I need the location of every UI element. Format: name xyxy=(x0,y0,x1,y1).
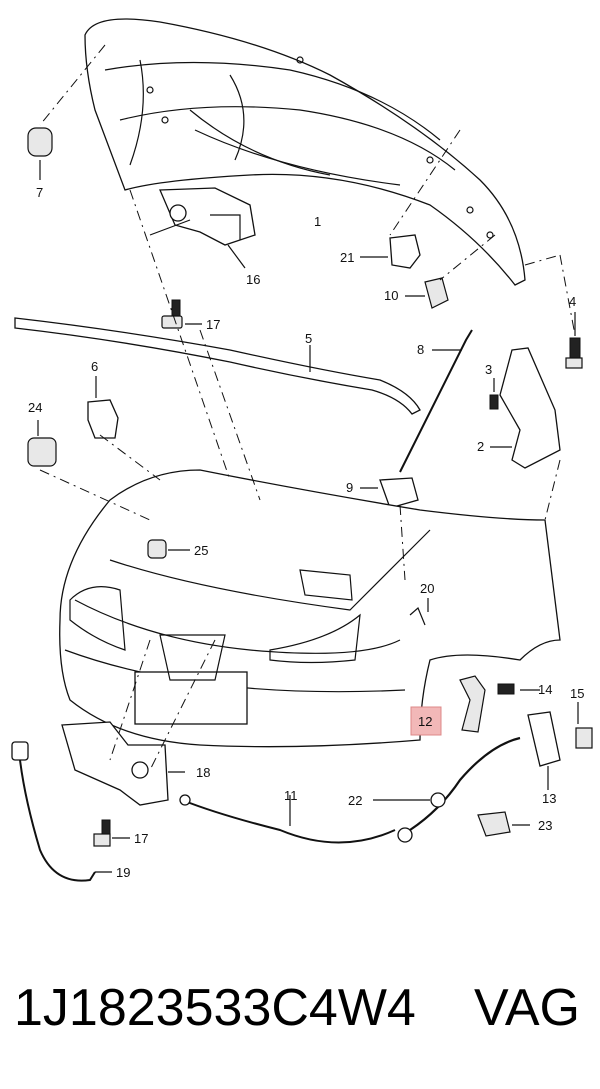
part-18-lock xyxy=(61,721,185,806)
callout-9: 9 xyxy=(346,480,353,495)
callout-2: 2 xyxy=(477,439,484,454)
callout-14: 14 xyxy=(538,682,552,697)
callout-17-bottom: 17 xyxy=(134,831,148,846)
callout-24: 24 xyxy=(28,400,42,415)
callout-18: 18 xyxy=(196,765,210,780)
part-10-buffer xyxy=(405,277,449,309)
callout-12: 12 xyxy=(418,714,432,729)
callout-12-highlight xyxy=(410,706,442,736)
callout-21: 21 xyxy=(340,250,354,265)
part-16-catch xyxy=(149,187,256,269)
callout-20: 20 xyxy=(420,581,434,596)
part-17-bolt-top xyxy=(161,299,202,329)
part-6-bracket xyxy=(87,376,119,439)
exploded-parts-diagram: 7 1 21 16 10 4 17 5 8 6 3 24 2 9 25 20 1… xyxy=(11,18,593,882)
callout-6: 6 xyxy=(91,359,98,374)
part-17-bolt-bottom xyxy=(93,819,130,847)
part-22-cable-sleeve xyxy=(373,736,521,843)
callout-13: 13 xyxy=(542,791,556,806)
callout-11: 11 xyxy=(284,788,298,803)
callout-22: 22 xyxy=(348,793,362,808)
callout-labels: 7 1 21 16 10 4 17 5 8 6 3 24 2 9 25 20 1… xyxy=(28,185,584,880)
parts-13-14-15-lock xyxy=(497,683,593,790)
callout-7: 7 xyxy=(36,185,43,200)
callout-5: 5 xyxy=(305,331,312,346)
part-7-buffer xyxy=(27,127,53,180)
callout-17-top: 17 xyxy=(206,317,220,332)
callout-10: 10 xyxy=(384,288,398,303)
part-5-seal xyxy=(14,317,421,415)
callout-8: 8 xyxy=(417,342,424,357)
car-front-body xyxy=(59,469,561,748)
brand-text: VAG xyxy=(474,979,580,1037)
callout-4: 4 xyxy=(569,294,576,309)
parts-2-3-4-hinge xyxy=(489,312,583,469)
part-24-buffer xyxy=(27,420,57,467)
part-12-release-handle xyxy=(459,675,486,733)
callout-23: 23 xyxy=(538,818,552,833)
part-number-text: 1J1823533C4W4 xyxy=(14,979,416,1037)
part-21-clip xyxy=(360,234,421,269)
callout-25: 25 xyxy=(194,543,208,558)
exploded-view-lines xyxy=(39,44,576,771)
bonnet-drawing xyxy=(84,18,526,286)
part-11-cable xyxy=(179,794,396,844)
callout-19: 19 xyxy=(116,865,130,880)
part-8-prop-rod xyxy=(399,329,473,473)
part-23-clip xyxy=(477,811,530,837)
callout-1: 1 xyxy=(314,214,321,229)
callout-16: 16 xyxy=(246,272,260,287)
callout-3: 3 xyxy=(485,362,492,377)
part-19-wire xyxy=(11,741,112,882)
part-9-holder xyxy=(360,477,419,509)
callout-15: 15 xyxy=(570,686,584,701)
